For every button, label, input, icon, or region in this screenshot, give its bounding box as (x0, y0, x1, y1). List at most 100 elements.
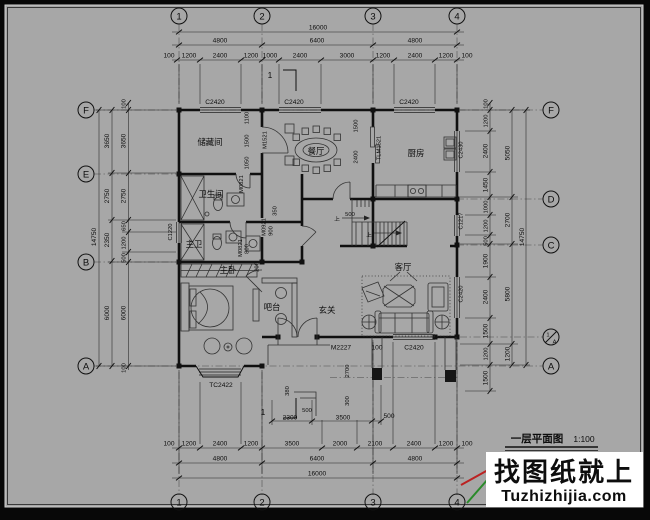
room-label-foyer: 玄关 (319, 305, 336, 315)
door-label-m0821: M0821 (239, 175, 245, 193)
drawing-scale: 1:100 (573, 434, 595, 444)
section-label-bottom: 1 (261, 407, 266, 417)
dim-label: 350 (273, 206, 279, 216)
dim-label: 380 (285, 386, 291, 396)
dim-label: 2350 (104, 232, 111, 247)
section-marker-lines (283, 69, 297, 419)
dim-label: 1200 (376, 53, 391, 60)
dim-label: 1000 (263, 53, 278, 60)
watermark-box (486, 452, 643, 507)
dim-label: 900 (269, 226, 275, 236)
window-label-c2420: C2420 (205, 99, 225, 106)
axis-top-2: 2 (259, 11, 264, 22)
dim-label: 500 (302, 408, 312, 414)
dim-label: 1500 (354, 120, 360, 133)
sliding-door (370, 126, 380, 164)
dim-label: 2750 (104, 188, 111, 203)
dim-label: 14750 (91, 228, 98, 247)
walls (177, 108, 459, 368)
axis-left-E: E (83, 169, 89, 180)
axis-right-F: F (548, 105, 554, 116)
drawing-title: 一层平面图 (511, 433, 564, 445)
dim-label: 4800 (213, 456, 228, 463)
dim-label: 2400 (293, 53, 308, 60)
bath-shafts (180, 175, 205, 261)
window-label-c2420: C2420 (404, 345, 424, 352)
dim-label: 1050 (245, 157, 251, 170)
dim-label: 100 (461, 441, 472, 448)
dining-table (284, 123, 341, 174)
axis-right-C: C (548, 240, 555, 251)
window-label-c2430: C2430 (459, 141, 465, 158)
dim-label: 1500 (483, 370, 490, 385)
window-label-c1220: C1220 (168, 223, 174, 240)
room-label-master-bed: 主卧 (220, 265, 237, 275)
door-label-m0821: M0821 (238, 239, 244, 257)
dim-label: 800 (245, 244, 251, 254)
dim-label: 3000 (340, 53, 355, 60)
dim-label: 2700 (505, 212, 512, 227)
dim-label: 2400 (408, 53, 423, 60)
bar-counter (261, 277, 298, 338)
dim-label: 1500 (245, 135, 251, 148)
dim-label: 1200 (484, 115, 490, 128)
room-label-dining: 餐厅 (308, 146, 325, 156)
ucs-axis-green-icon (466, 478, 489, 504)
axis-right-D: D (548, 194, 555, 205)
dimension-lines (98, 31, 527, 479)
dim-label: 2400 (483, 143, 490, 158)
dim-label: 6400 (310, 38, 325, 45)
window-label-tc2422: TC2422 (209, 382, 233, 389)
dim-label: 1200 (244, 53, 259, 60)
dim-label: 2400 (213, 441, 228, 448)
dim-label: 14750 (519, 228, 526, 247)
door-label-m2227: M2227 (331, 345, 351, 352)
stairs-up-label: 上 (334, 215, 340, 223)
axis-bottom-3: 3 (370, 497, 375, 508)
axis-top-4: 4 (454, 11, 459, 22)
dim-label: 1900 (483, 253, 490, 268)
porch-steps (267, 337, 457, 416)
ucs-axis-red-icon (460, 469, 489, 486)
dim-label: 100 (163, 53, 174, 60)
dim-label: 1500 (483, 323, 490, 338)
grid-bubbles (77, 7, 560, 511)
axis-bottom-4: 4 (454, 497, 459, 508)
dim-label: 6000 (104, 305, 111, 320)
dim-label: 1200 (439, 441, 454, 448)
door-label-m1521: M1521 (263, 131, 269, 149)
dim-label: 100 (461, 53, 472, 60)
dim-label: 5800 (505, 286, 512, 301)
room-label-kitchen: 厨房 (408, 148, 425, 158)
axis-left-A: A (83, 361, 90, 372)
room-label-master-bath: 主卫 (186, 239, 203, 249)
dim-label: 2700 (345, 365, 351, 378)
dim-label: 3500 (336, 415, 351, 422)
watermark-url: Tuzhizhijia.com (501, 488, 626, 505)
axis-right-1A-num: 1 (546, 333, 549, 339)
dim-label: 6000 (121, 305, 128, 320)
door-label-tlm1521: TLM1521 (377, 136, 383, 161)
dim-label: 100 (122, 363, 128, 373)
stair-arrowheads (364, 215, 402, 236)
axis-left-F: F (83, 105, 89, 116)
dim-label: 2400 (483, 289, 490, 304)
dim-label: 2750 (121, 188, 128, 203)
dim-label: 1100 (245, 112, 251, 124)
dim-label: 1000 (484, 201, 490, 214)
dim-label: 2400 (407, 441, 422, 448)
dim-label: 1200 (122, 237, 128, 250)
dim-label: 2400 (354, 151, 360, 164)
bath-fixtures (204, 192, 261, 252)
sheet-inner-frame (7, 7, 641, 505)
dim-label: 3650 (104, 133, 111, 148)
window-label-c1217: C1217 (459, 212, 465, 229)
dim-label: 1200 (505, 346, 512, 361)
stairs (342, 199, 408, 246)
dim-label: 16000 (309, 25, 328, 32)
dim-label: 500 (383, 413, 394, 420)
dim-label: 100 (163, 441, 174, 448)
dim-label: 4800 (408, 456, 423, 463)
watermark: 找图纸就上 Tuzhizhijia.com (486, 452, 643, 507)
dim-label: 4800 (213, 38, 228, 45)
